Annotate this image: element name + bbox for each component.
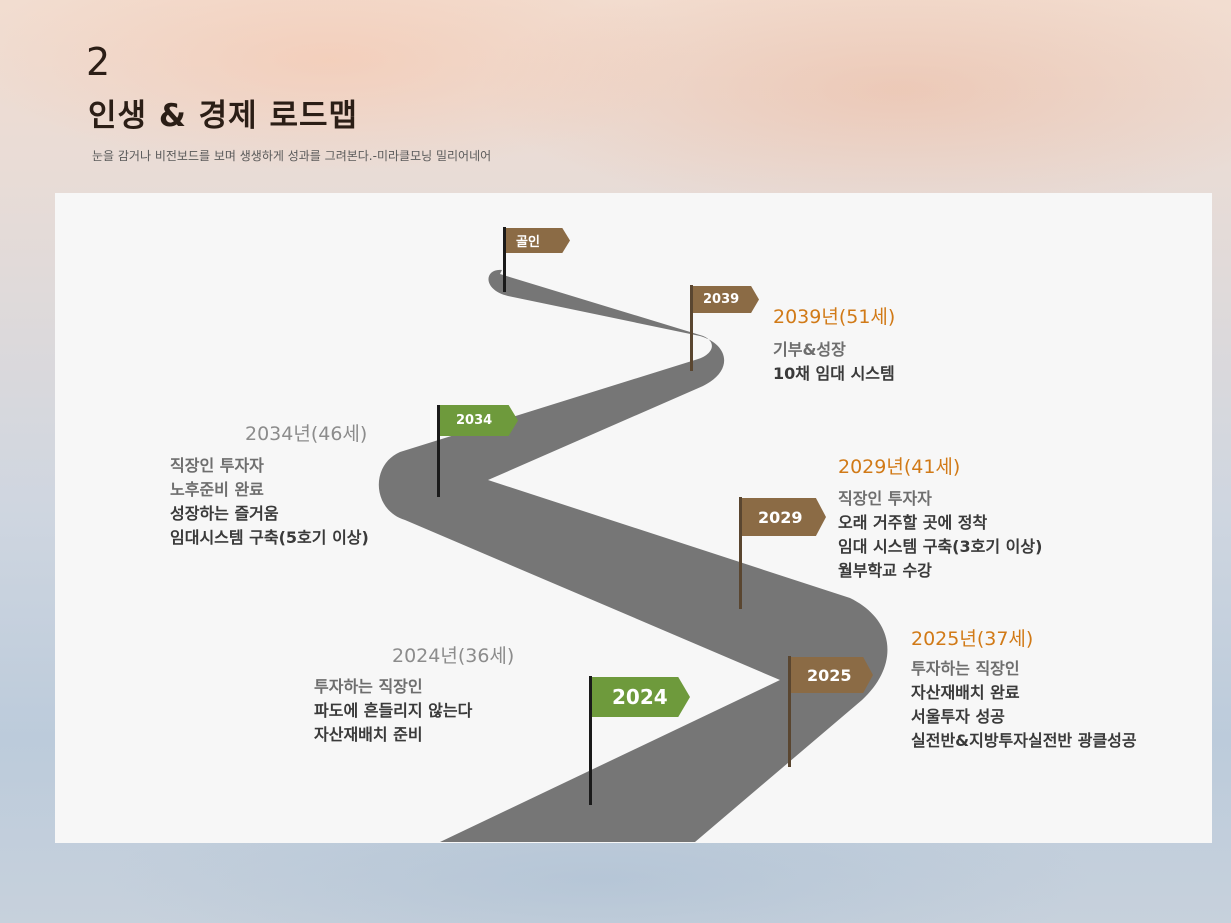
milestone-2029-details: 직장인 투자자 오래 거주할 곳에 정착 임대 시스템 구축(3호기 이상) 월… [838,487,1042,583]
flag-2029-pole [739,497,742,609]
milestone-2034-line: 임대시스템 구축(5호기 이상) [170,528,369,547]
road-body [378,269,888,842]
flag-2025-banner: 2025 [791,657,873,693]
milestone-2029-line: 월부학교 수강 [838,561,932,580]
flag-2039-pole [690,285,693,371]
milestone-2025-line: 실전반&지방투자실전반 광클성공 [911,731,1137,750]
milestone-2029-line: 임대 시스템 구축(3호기 이상) [838,537,1043,556]
milestone-2034-year: 2034년(46세) [245,423,368,445]
goal-flag-pole [503,227,506,292]
milestone-2029-line: 오래 거주할 곳에 정착 [838,513,988,532]
milestone-2025-line: 자산재배치 완료 [911,683,1020,702]
roadmap-panel [55,193,1212,843]
milestone-2024-details: 투자하는 직장인 파도에 흔들리지 않는다 자산재배치 준비 [314,675,472,747]
milestone-2025-line: 투자하는 직장인 [911,659,1020,678]
milestone-2034-line: 성장하는 즐거움 [170,504,279,523]
page-subtitle: 눈을 감거나 비전보드를 보며 생생하게 성과를 그려본다.-미라클모닝 밀리어… [92,149,492,163]
milestone-2024-line: 투자하는 직장인 [314,677,423,696]
flag-2034-banner: 2034 [440,405,518,436]
page-number: 2 [86,40,111,84]
milestone-2039-year: 2039년(51세) [773,306,896,328]
flag-2025-pole [788,656,791,767]
milestone-2025-year: 2025년(37세) [911,628,1034,650]
milestone-2025-line: 서울투자 성공 [911,707,1005,726]
milestone-2034-details: 직장인 투자자 노후준비 완료 성장하는 즐거움 임대시스템 구축(5호기 이상… [170,454,369,550]
flag-2039-banner: 2039 [693,286,759,313]
milestone-2039-line: 10채 임대 시스템 [773,364,895,383]
flag-2029-banner: 2029 [742,498,826,536]
milestone-2024-line: 자산재배치 준비 [314,725,423,744]
milestone-2024-year: 2024년(36세) [392,645,515,667]
flag-2024-pole [589,676,592,805]
milestone-2034-line: 직장인 투자자 [170,456,264,475]
milestone-2039-line: 기부&성장 [773,340,846,359]
milestone-2024-line: 파도에 흔들리지 않는다 [314,701,473,720]
milestone-2039-details: 기부&성장 10채 임대 시스템 [773,338,895,386]
flag-2024-banner: 2024 [592,677,690,717]
milestone-2025-details: 투자하는 직장인 자산재배치 완료 서울투자 성공 실전반&지방투자실전반 광클… [911,657,1137,753]
milestone-2029-year: 2029년(41세) [838,456,961,478]
milestone-2029-line: 직장인 투자자 [838,489,932,508]
page-title: 인생 & 경제 로드맵 [88,98,359,134]
milestone-2034-line: 노후준비 완료 [170,480,264,499]
flag-2034-pole [437,405,440,497]
goal-flag-banner: 골인 [506,228,570,253]
